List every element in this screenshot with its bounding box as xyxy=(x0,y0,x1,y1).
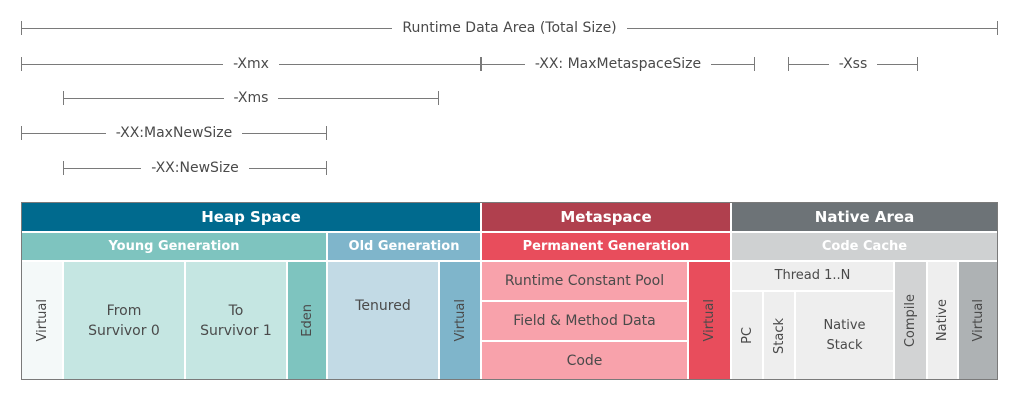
tenured-label: Tenured xyxy=(355,298,411,314)
compile-label: Compile xyxy=(903,293,918,348)
permanent-generation-title: Permanent Generation xyxy=(522,239,690,254)
thread-cell: Thread 1..N xyxy=(731,261,894,291)
eden-label: Eden xyxy=(299,304,315,337)
young-virtual-label: Virtual xyxy=(34,299,50,342)
dim-max-metaspace-size-label: -XX: MaxMetaspaceSize xyxy=(524,56,712,72)
code-cache-title: Code Cache xyxy=(821,239,908,254)
field-method-data-cell: Field & Method Data xyxy=(481,301,688,341)
eden-cell: Eden xyxy=(287,261,327,380)
native-area-title: Native Area xyxy=(814,208,915,226)
from-survivor-label-1: From xyxy=(106,302,142,319)
native-virtual-cell: Virtual xyxy=(958,261,998,380)
native-area-header: Native Area xyxy=(731,202,998,232)
field-method-data-label: Field & Method Data xyxy=(513,313,656,329)
metaspace-virtual-cell: Virtual xyxy=(688,261,731,380)
thread-label: Thread 1..N xyxy=(774,268,851,283)
native-stack-label-2: Stack xyxy=(826,337,863,353)
native-virtual-label: Virtual xyxy=(970,299,986,342)
to-survivor-label-1: To xyxy=(228,302,244,319)
native-label: Native xyxy=(935,299,950,342)
from-survivor-label-2: Survivor 0 xyxy=(88,322,160,339)
old-generation-header: Old Generation xyxy=(327,232,481,261)
metaspace-virtual-label: Virtual xyxy=(702,299,717,342)
dim-xmx-label: -Xmx xyxy=(223,56,279,72)
dim-xms-label: -Xms xyxy=(223,90,279,106)
code-cache-header: Code Cache xyxy=(731,232,998,261)
stack-label: Stack xyxy=(771,317,787,354)
native-stack-label-1: Native xyxy=(823,317,866,333)
young-generation-title: Young Generation xyxy=(108,239,240,254)
to-survivor-cell: To Survivor 1 xyxy=(185,261,287,380)
dim-new-size-label: -XX:NewSize xyxy=(141,160,249,176)
young-virtual-cell: Virtual xyxy=(21,261,63,380)
runtime-constant-pool-label: Runtime Constant Pool xyxy=(504,273,665,289)
old-virtual-cell: Virtual xyxy=(439,261,481,380)
pc-label: PC xyxy=(739,327,755,344)
from-survivor-cell: From Survivor 0 xyxy=(63,261,185,380)
permanent-generation-header: Permanent Generation xyxy=(481,232,731,261)
dim-total-size-label: Runtime Data Area (Total Size) xyxy=(392,20,627,36)
old-virtual-label: Virtual xyxy=(452,299,468,342)
heap-space-header: Heap Space xyxy=(21,202,481,232)
to-survivor-label-2: Survivor 1 xyxy=(200,322,272,339)
tenured-cell: Tenured xyxy=(327,261,439,380)
dim-xss-label: -Xss xyxy=(828,56,878,72)
dim-max-new-size-label: -XX:MaxNewSize xyxy=(105,125,243,141)
heap-space-title: Heap Space xyxy=(201,208,301,226)
native-cell: Native xyxy=(927,261,958,380)
pc-cell: PC xyxy=(731,291,763,380)
old-generation-title: Old Generation xyxy=(348,239,460,254)
compile-cell: Compile xyxy=(894,261,927,380)
runtime-constant-pool-cell: Runtime Constant Pool xyxy=(481,261,688,301)
code-cell: Code xyxy=(481,341,688,380)
metaspace-header: Metaspace xyxy=(481,202,731,232)
metaspace-title: Metaspace xyxy=(560,208,652,226)
stack-cell: Stack xyxy=(763,291,795,380)
young-generation-header: Young Generation xyxy=(21,232,327,261)
native-stack-cell: Native Stack xyxy=(795,291,894,380)
code-label: Code xyxy=(566,352,603,369)
